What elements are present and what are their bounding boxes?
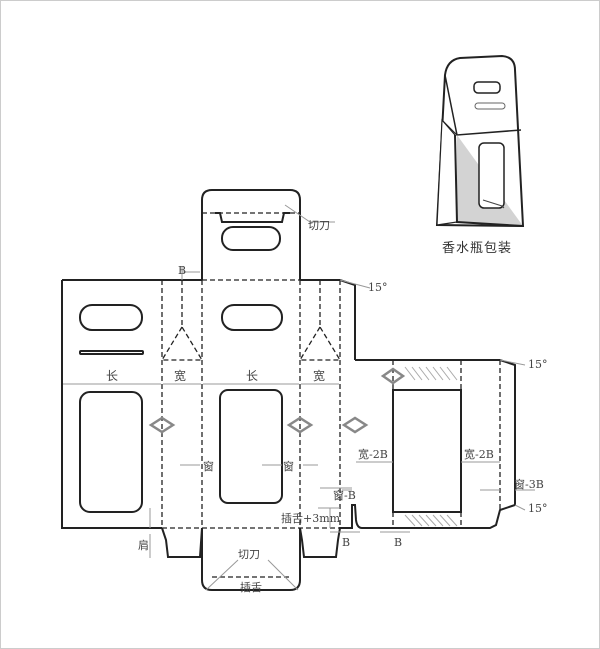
side-window: [392, 389, 462, 513]
label-tuck-plus-3mm: 插舌+3mm: [281, 511, 341, 525]
label-length-1: 长: [106, 369, 118, 383]
label-tuck-tongue: 插舌: [240, 580, 262, 594]
handle-hole: [473, 81, 501, 94]
label-width-minus-2b-1: 宽-2B: [358, 447, 388, 461]
dimension-lines: [63, 204, 535, 591]
label-b-bottom-2: B: [394, 536, 402, 549]
label-width-2: 宽: [313, 368, 325, 383]
caption: 香水瓶包装: [442, 241, 512, 256]
label-shoulder: 肩: [138, 538, 149, 552]
label-cut-knife-top: 切刀: [308, 219, 330, 232]
left-window: [79, 391, 143, 513]
label-window-minus-b: 窗-B: [333, 488, 356, 502]
glue-area-hatch: [404, 366, 458, 527]
label-window-1: 窗: [203, 459, 214, 473]
label-angle-right-bottom: 15°: [528, 502, 548, 515]
label-width-minus-2b-2: 宽-2B: [464, 447, 494, 461]
label-cut-knife-bottom: 切刀: [238, 548, 260, 561]
fold-lines: [160, 212, 501, 578]
box-illustration: [435, 54, 525, 228]
label-length-2: 长: [246, 369, 258, 383]
label-b-bottom-1: B: [342, 536, 350, 549]
registration-marks: [148, 367, 406, 434]
label-window-minus-3b: 窗-3B: [514, 477, 544, 491]
label-window-2: 窗: [283, 459, 294, 473]
label-angle-top: 15°: [368, 281, 388, 294]
label-width-1: 宽: [174, 368, 186, 383]
front-window: [219, 389, 283, 504]
label-angle-right-top: 15°: [528, 358, 548, 371]
label-b-top: B: [178, 264, 186, 277]
window-opening: [478, 142, 505, 209]
